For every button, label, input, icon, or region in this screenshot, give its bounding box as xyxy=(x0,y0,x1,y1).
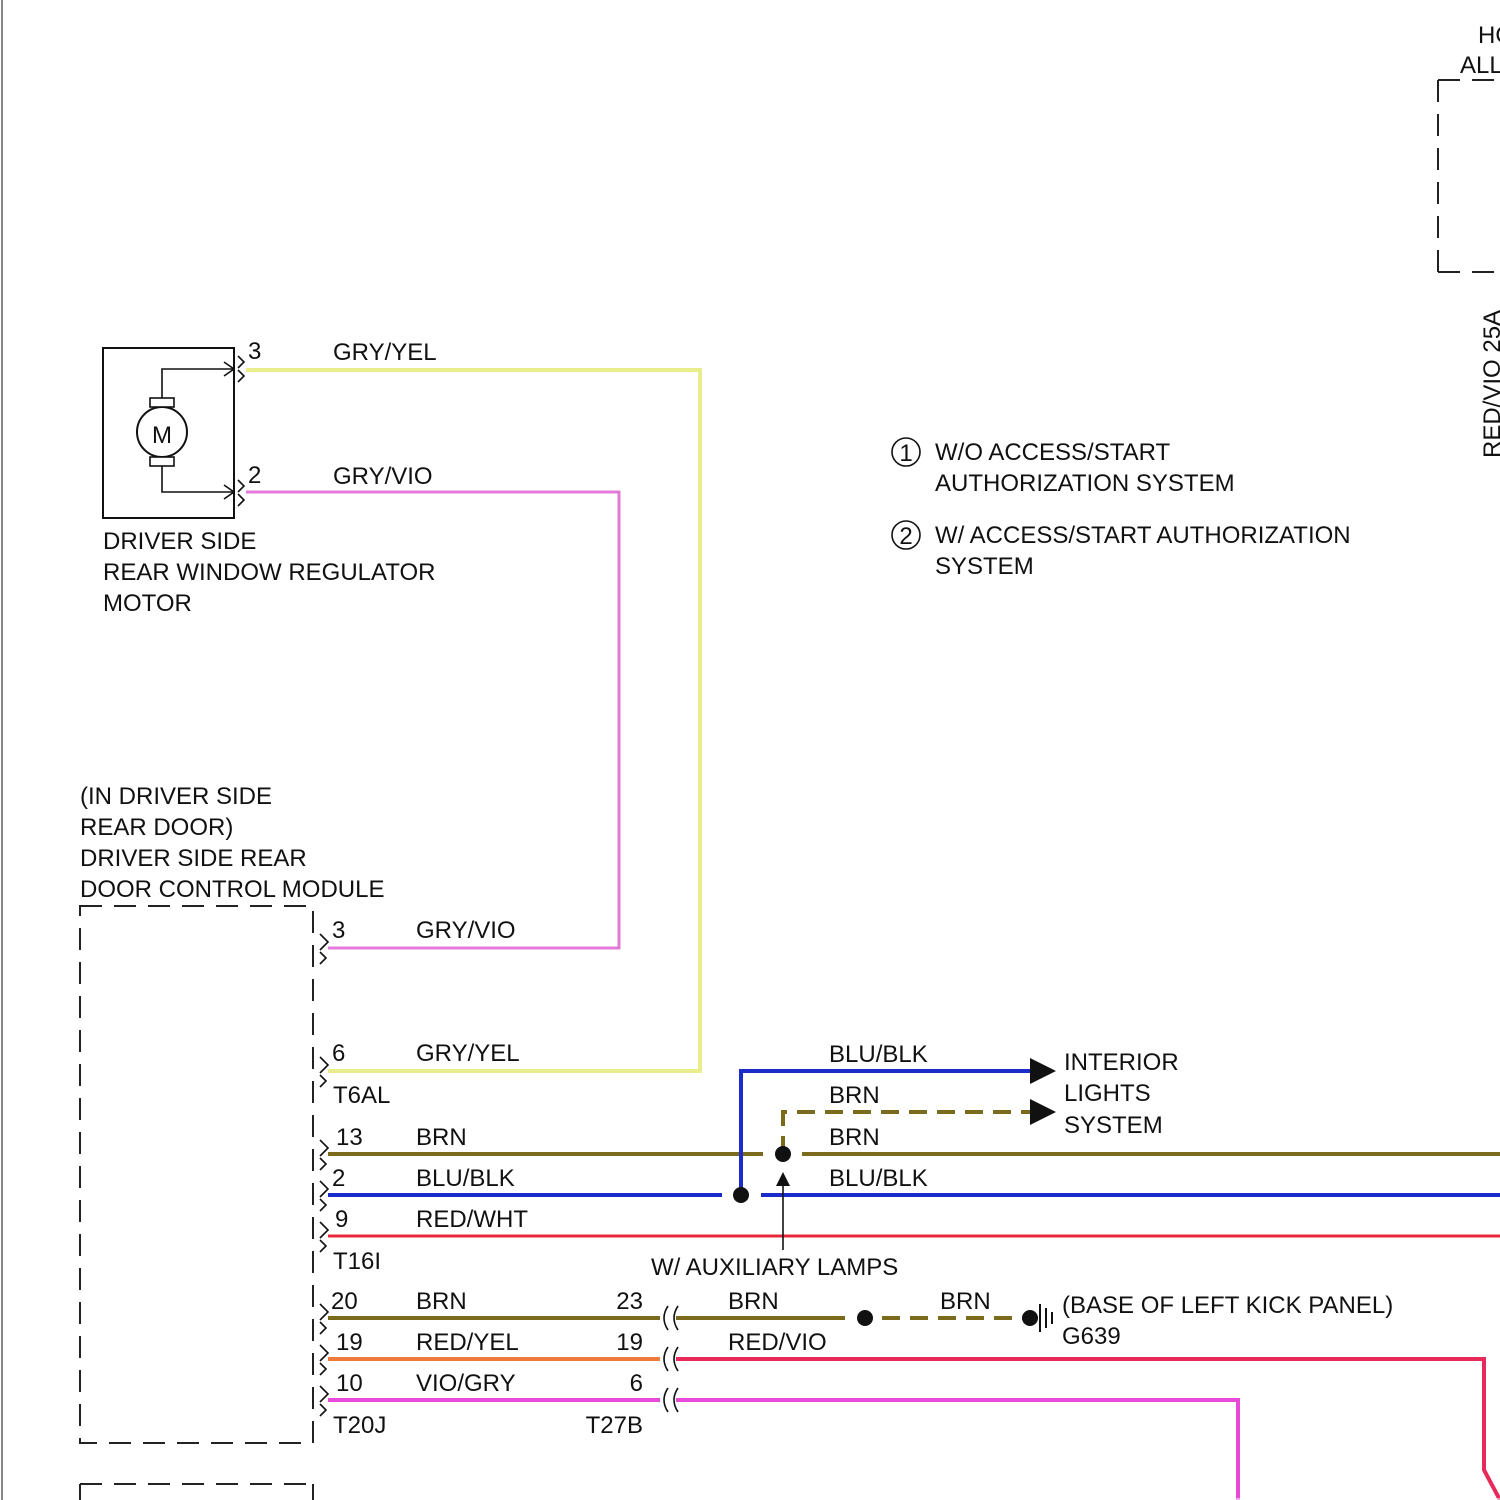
module-title-line-1: (IN DRIVER SIDE xyxy=(80,783,272,810)
motor-symbol: M xyxy=(152,422,172,449)
interior-lights-line-1: INTERIOR xyxy=(1064,1049,1179,1076)
motor-title-line-1: DRIVER SIDE xyxy=(103,528,256,555)
module-title-line-2: REAR DOOR) xyxy=(80,814,233,841)
aux-lamps-label: W/ AUXILIARY LAMPS xyxy=(651,1254,898,1281)
wire-red-vio-t27b xyxy=(676,1359,1500,1500)
note-2-number: 2 xyxy=(899,523,912,550)
wire-label-gry-yel-motor: GRY/YEL xyxy=(333,339,437,366)
t16i-pin-2: 2 xyxy=(332,1165,345,1192)
note-2: 2 W/ ACCESS/START AUTHORIZATION SYSTEM xyxy=(892,521,1351,580)
t16i-wire-red-wht: RED/WHT xyxy=(416,1206,528,1233)
arrow-interior-brn xyxy=(1030,1099,1056,1125)
connector-t6al: T6AL xyxy=(333,1082,390,1109)
splice-label-brn-top: BRN xyxy=(829,1082,880,1109)
splice-blu-blk xyxy=(733,1187,749,1203)
t16i-pin-9: 9 xyxy=(335,1206,348,1233)
note-1-number: 1 xyxy=(899,440,912,467)
t6al-wire-gry-vio: GRY/VIO xyxy=(416,917,516,944)
motor-title-line-3: MOTOR xyxy=(103,590,192,617)
t20j-wire-red-yel: RED/YEL xyxy=(416,1329,519,1356)
ground-location: (BASE OF LEFT KICK PANEL) xyxy=(1062,1292,1393,1319)
top-right-label-2: ALL xyxy=(1460,52,1500,79)
module-title-line-4: DOOR CONTROL MODULE xyxy=(80,876,384,903)
wire-vio-gry-t27b xyxy=(676,1400,1238,1500)
t20j-wire-brn: BRN xyxy=(416,1288,467,1315)
ground-g639: (BASE OF LEFT KICK PANEL) G639 xyxy=(1022,1292,1393,1350)
motor-pin-2: 2 xyxy=(248,462,261,489)
wire-brn-interior xyxy=(783,1112,1032,1154)
note-1: 1 W/O ACCESS/START AUTHORIZATION SYSTEM xyxy=(892,438,1235,497)
connector-t20j: T20J xyxy=(333,1412,386,1439)
interior-lights-line-2: LIGHTS xyxy=(1064,1080,1151,1107)
ground-wire-brn: BRN xyxy=(940,1288,991,1315)
t27b-wire-red-vio: RED/VIO xyxy=(728,1329,827,1356)
connector-t16i: T16I xyxy=(333,1248,381,1275)
aux-lamps-arrow xyxy=(776,1172,790,1186)
t20j-pin-20: 20 xyxy=(331,1288,358,1315)
t20j-wire-vio-gry: VIO/GRY xyxy=(416,1370,516,1397)
t6al-pin-6: 6 xyxy=(332,1040,345,1067)
splice-label-blu-blk-top: BLU/BLK xyxy=(829,1041,928,1068)
splice-ground xyxy=(857,1310,873,1326)
t16i-wire-blu-blk: BLU/BLK xyxy=(416,1165,515,1192)
top-right-component: HO ALL RED/VIO 25A xyxy=(1438,22,1500,458)
connector-t27b: T27B xyxy=(586,1412,643,1439)
wire-label-gry-vio-motor: GRY/VIO xyxy=(333,463,433,490)
t6al-wire-gry-yel: GRY/YEL xyxy=(416,1040,520,1067)
t27b-wire-brn: BRN xyxy=(728,1288,779,1315)
motor-pin-3: 3 xyxy=(248,338,261,365)
interior-lights-line-3: SYSTEM xyxy=(1064,1112,1163,1139)
note-2-line-2: SYSTEM xyxy=(935,553,1034,580)
t27b-pin-19: 19 xyxy=(616,1329,643,1356)
t27b-pin-6: 6 xyxy=(630,1370,643,1397)
t6al-pin-3: 3 xyxy=(332,917,345,944)
splice-label-brn-right: BRN xyxy=(829,1124,880,1151)
ground-id: G639 xyxy=(1062,1323,1121,1350)
t20j-pin-19: 19 xyxy=(336,1329,363,1356)
note-1-line-2: AUTHORIZATION SYSTEM xyxy=(935,470,1235,497)
arrow-interior-blu xyxy=(1030,1058,1056,1084)
splice-brn xyxy=(775,1146,791,1162)
t16i-pin-13: 13 xyxy=(336,1124,363,1151)
t20j-pin-10: 10 xyxy=(336,1370,363,1397)
top-right-label-1: HO xyxy=(1478,22,1500,49)
note-2-line-1: W/ ACCESS/START AUTHORIZATION xyxy=(935,522,1351,549)
splice-label-blu-blk-right: BLU/BLK xyxy=(829,1165,928,1192)
t16i-wire-brn: BRN xyxy=(416,1124,467,1151)
wire-gry-yel-motor xyxy=(246,370,700,1071)
t27b-pin-23: 23 xyxy=(616,1288,643,1315)
note-1-line-1: W/O ACCESS/START xyxy=(935,439,1170,466)
vertical-wire-label: RED/VIO 25A xyxy=(1479,310,1500,458)
motor-title-line-2: REAR WINDOW REGULATOR xyxy=(103,559,435,586)
module-title-line-3: DRIVER SIDE REAR xyxy=(80,845,307,872)
